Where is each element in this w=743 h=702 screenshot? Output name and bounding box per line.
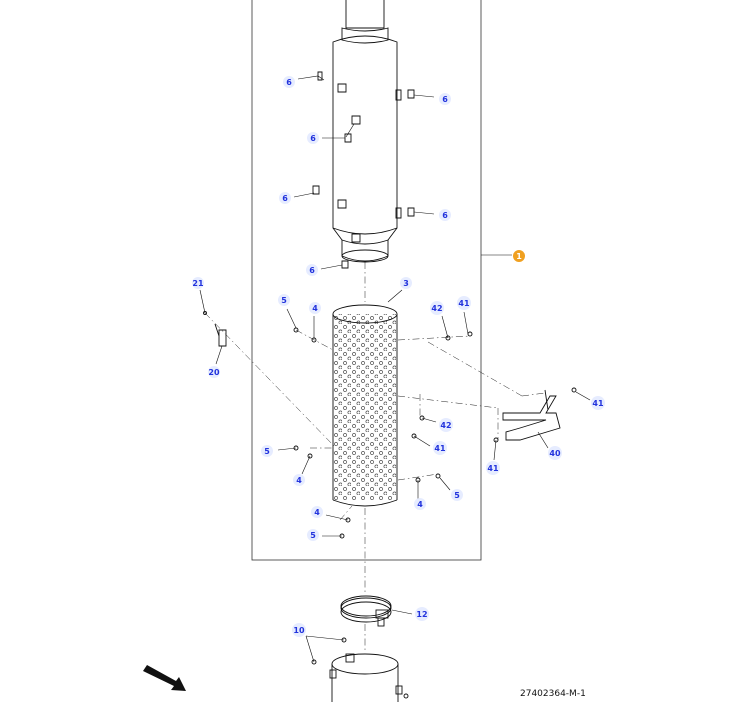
drawing-number: 27402364-M-1: [520, 689, 586, 699]
assembly-boundary: [251, 0, 482, 561]
svg-text:6: 6: [309, 266, 315, 275]
svg-text:4: 4: [312, 304, 318, 313]
svg-text:5: 5: [264, 447, 270, 456]
small-bracket-20: [214, 323, 227, 347]
callout-label: 5: [307, 529, 319, 541]
svg-text:42: 42: [431, 304, 442, 313]
callout-label: 21: [192, 277, 204, 289]
svg-text:4: 4: [314, 508, 320, 517]
band-clamp-icon: [340, 595, 392, 627]
callout-label: 4: [414, 498, 426, 510]
bracket-icon: [502, 389, 561, 441]
leader-lines: [199, 75, 591, 699]
callout-label: 6: [439, 93, 451, 105]
svg-text:41: 41: [592, 399, 604, 408]
perforated-tube-icon: [332, 304, 398, 507]
svg-text:4: 4: [417, 500, 423, 509]
callout-label: 41: [457, 296, 471, 310]
callout-label: 41: [433, 441, 447, 455]
callout-label: 42: [439, 418, 453, 432]
svg-text:6: 6: [442, 211, 448, 220]
muffler-body-icon: [312, 0, 415, 269]
svg-text:3: 3: [403, 279, 409, 288]
svg-text:5: 5: [310, 531, 316, 540]
svg-text:4: 4: [296, 476, 302, 485]
svg-text:10: 10: [293, 626, 305, 635]
callout-label: 41: [486, 461, 500, 475]
svg-text:1: 1: [516, 252, 522, 261]
callout-label: 20: [208, 366, 220, 378]
svg-text:5: 5: [454, 491, 460, 500]
callout-label: 6: [283, 76, 295, 88]
callout-label: 4: [309, 302, 321, 314]
callout-label: 4: [311, 506, 323, 518]
callout-label: 6: [307, 132, 319, 144]
assembly-lines: [204, 262, 546, 650]
direction-arrow-icon: [143, 665, 186, 691]
callout-label: 40: [548, 446, 562, 460]
svg-text:6: 6: [442, 95, 448, 104]
callout-label: 6: [306, 264, 318, 276]
callout-label: 41: [591, 396, 605, 410]
callouts: 6 6 6 6 6 6 21 20 5 4 3 42 41 41 42 41 4…: [192, 76, 605, 637]
callout-label: 5: [451, 489, 463, 501]
svg-text:42: 42: [440, 421, 451, 430]
svg-text:6: 6: [282, 194, 288, 203]
svg-text:41: 41: [487, 464, 499, 473]
svg-text:21: 21: [192, 279, 204, 288]
callout-label: 6: [439, 209, 451, 221]
callout-label: 5: [278, 294, 290, 306]
callout-label: 42: [430, 301, 444, 315]
lower-pipe: [329, 653, 403, 702]
callout-label: 12: [415, 607, 429, 621]
svg-text:6: 6: [310, 134, 316, 143]
callout-label: 4: [293, 474, 305, 486]
assembly-badge: 1: [513, 250, 525, 262]
callout-label: 6: [279, 192, 291, 204]
svg-text:41: 41: [434, 444, 446, 453]
callout-label: 10: [292, 623, 306, 637]
callout-label: 5: [261, 445, 273, 457]
svg-text:5: 5: [281, 296, 287, 305]
svg-text:40: 40: [549, 449, 561, 458]
svg-text:41: 41: [458, 299, 470, 308]
svg-text:6: 6: [286, 78, 292, 87]
svg-text:20: 20: [208, 368, 220, 377]
svg-text:12: 12: [416, 610, 427, 619]
callout-label: 3: [400, 277, 412, 289]
